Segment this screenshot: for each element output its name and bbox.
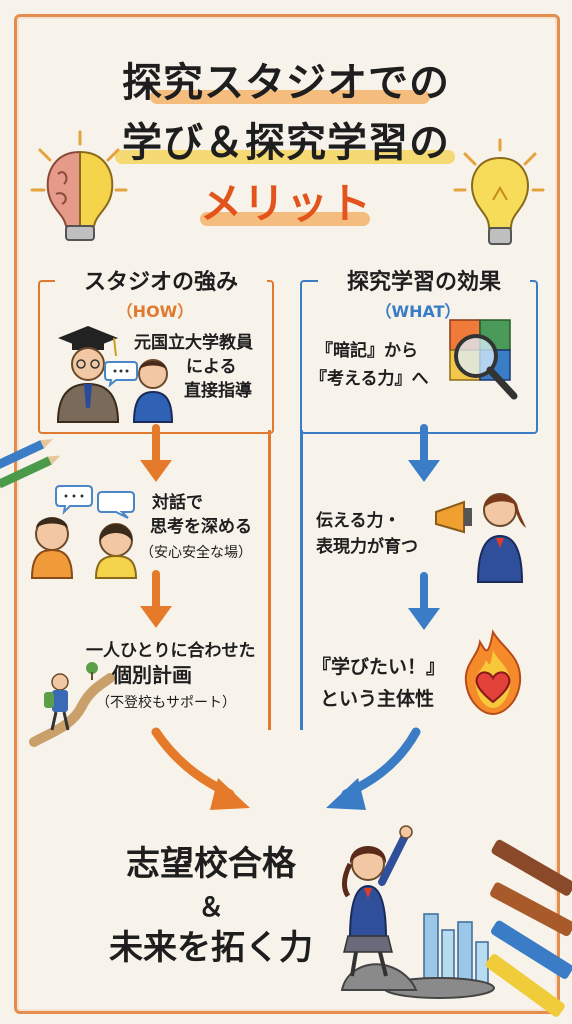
title-line-1: 探究スタジオでの xyxy=(122,60,450,106)
right-item-3-line-2: という主体性 xyxy=(320,688,435,710)
left-item-2-note: （安心安全な場） xyxy=(140,545,252,561)
left-item-2-line-2: 思考を深める xyxy=(150,517,252,537)
right-item-2-line-2: 表現力が育つ xyxy=(316,537,418,557)
result-line-3: 未来を拓く力 xyxy=(109,928,313,968)
left-converge-arrow xyxy=(151,727,250,810)
left-item-3-line-2: 個別計画 xyxy=(112,663,192,687)
left-column-heading: スタジオの強み xyxy=(55,264,267,296)
title-highlight-3 xyxy=(200,212,370,226)
student-boy-icon xyxy=(132,359,174,423)
right-item-1-line-1: 『暗記』から xyxy=(316,341,418,361)
title-line-2: 学び＆探究学習の xyxy=(122,120,450,166)
result-line-2: ＆ xyxy=(197,893,224,923)
title-line-3: メリット xyxy=(199,179,372,228)
title-highlight-1 xyxy=(150,90,430,104)
lightbulb-icon xyxy=(453,138,545,245)
left-column-line xyxy=(268,430,271,730)
right-item-1-line-2: 『考える力』へ xyxy=(310,369,429,389)
teacher-icon xyxy=(56,326,120,423)
hiker-path-icon xyxy=(29,662,115,747)
left-item-1-line-3: 直接指導 xyxy=(184,381,252,401)
left-arrow-2 xyxy=(140,570,172,628)
right-column-sub: （WHAT） xyxy=(375,302,461,321)
page-frame xyxy=(14,14,560,1014)
chat-bubbles-icon xyxy=(104,361,138,388)
left-item-1-line-1: 元国立大学教員 xyxy=(134,333,253,353)
right-column-line xyxy=(300,430,303,730)
right-arrow-1 xyxy=(408,424,440,482)
right-column-heading: 探究学習の効果 xyxy=(318,264,530,296)
left-arrow-1 xyxy=(140,424,172,482)
left-item-2-line-1: 対話で xyxy=(152,493,203,513)
left-item-3-note: （不登校もサポート） xyxy=(96,695,236,711)
left-column-sub: （HOW） xyxy=(116,302,194,321)
right-arrow-2 xyxy=(408,572,440,630)
title-highlight-2 xyxy=(115,150,455,164)
left-item-3-line-1: 一人ひとりに合わせた xyxy=(86,641,256,661)
colored-pencils-icon xyxy=(0,439,61,489)
right-item-3-line-1: 『学びたい！』 xyxy=(312,656,446,678)
left-item-1-line-2: による xyxy=(186,357,237,377)
flaming-heart-icon xyxy=(464,629,522,716)
brain-bulb-icon xyxy=(30,130,128,241)
chat-students-icon xyxy=(30,485,138,579)
right-item-2-line-1: 伝える力・ xyxy=(316,511,401,531)
right-converge-arrow xyxy=(326,727,421,810)
crayons-icon xyxy=(485,839,572,1017)
megaphone-girl-icon xyxy=(435,493,526,583)
celebrating-student-icon xyxy=(340,825,418,991)
result-line-1: 志望校合格 xyxy=(126,844,296,884)
puzzle-magnifier-icon xyxy=(449,319,518,400)
